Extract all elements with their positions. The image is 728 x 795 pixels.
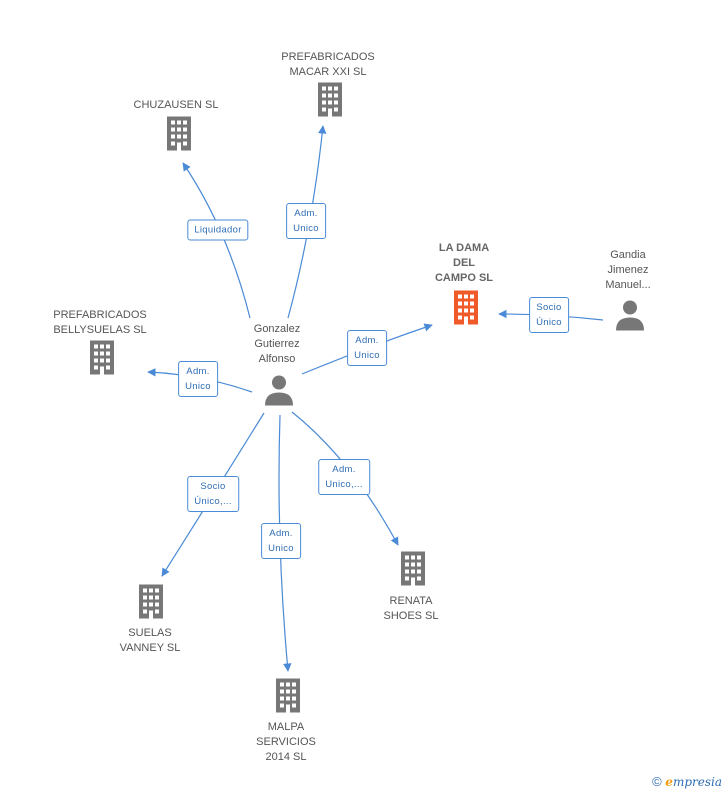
node-label-suelas[interactable]: SUELAS VANNEY SL [119,627,181,654]
edge-label-adm-unico-macar[interactable]: Adm. Unico [286,203,326,239]
building-icon[interactable] [136,584,166,624]
edge-label-adm-unico-bellysuelas[interactable]: Adm. Unico [178,361,218,397]
edge-label-adm-unico-malpa[interactable]: Adm. Unico [261,523,301,559]
edge-line-chuzausen [182,162,251,319]
node-label-chuzausen[interactable]: CHUZAUSEN SL [133,99,219,111]
edge-label-adm-unico-la-dama[interactable]: Adm. Unico [347,330,387,366]
edge-label-socio-unico-suelas[interactable]: Socio Único,... [187,476,239,512]
brand-logo: empresia [665,775,722,789]
edge-label-socio-unico[interactable]: Socio Único [529,297,569,333]
node-label-macar[interactable]: PREFABRICADOS MACAR XXI SL [281,51,375,78]
node-label-la-dama[interactable]: LA DAMA DEL CAMPO SL [434,242,494,284]
building-icon[interactable] [164,116,194,156]
edge-label-liquidador[interactable]: Liquidador [187,219,249,241]
brand-initial: e [665,775,673,789]
copyright-logo: © empresia [652,774,722,789]
person-icon[interactable] [615,299,645,336]
building-icon[interactable] [398,551,428,591]
main-building-icon[interactable] [451,290,481,330]
node-label-bellysuelas[interactable]: PREFABRICADOS BELLYSUELAS SL [53,309,147,336]
node-label-gonzalez[interactable]: Gonzalez Gutierrez Alfonso [253,323,301,365]
edge-label-adm-unico-renata[interactable]: Adm. Unico,... [318,459,370,495]
building-icon[interactable] [87,340,117,380]
node-label-gandia[interactable]: Gandia Jimenez Manuel... [605,249,651,291]
building-icon[interactable] [315,82,345,122]
person-icon[interactable] [264,374,294,411]
edge-lines [147,125,604,672]
node-label-renata[interactable]: RENATA SHOES SL [383,595,439,622]
brand-text: mpresia [672,775,722,789]
building-icon[interactable] [273,678,303,718]
node-label-malpa[interactable]: MALPA SERVICIOS 2014 SL [256,721,316,763]
copyright-symbol: © [652,774,662,789]
